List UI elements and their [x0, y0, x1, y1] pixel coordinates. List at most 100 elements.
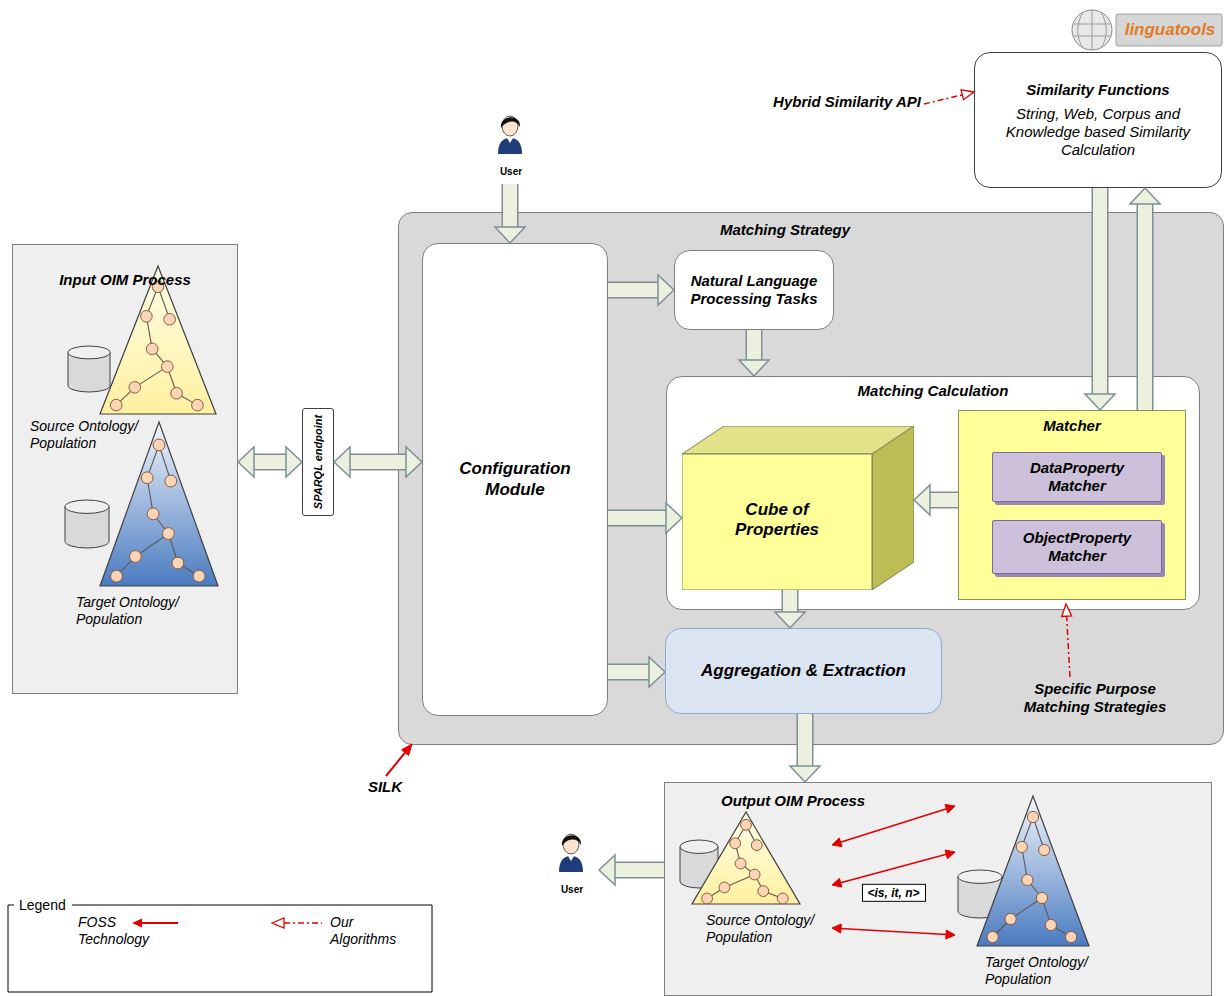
- arrowhead: [914, 485, 930, 515]
- person-collar: [568, 856, 574, 861]
- dash-dot-line: [1067, 616, 1070, 677]
- person-body: [498, 138, 522, 154]
- arrowhead: [1130, 188, 1160, 204]
- tree-node: [147, 508, 159, 520]
- panel-title: Output OIM Process: [721, 792, 1203, 810]
- arrow-body: [608, 511, 667, 525]
- process-box: Aggregation & Extraction: [665, 628, 942, 714]
- dash-dot-line: [284, 922, 322, 924]
- tree-node: [161, 361, 173, 373]
- box-title: Similarity Functions: [1026, 81, 1169, 99]
- arrow-outline: [614, 862, 664, 879]
- box-title: Configuration Module: [431, 459, 599, 500]
- tree-node: [163, 528, 175, 540]
- arrow-outline: [349, 454, 407, 471]
- ontology-triangle: [692, 812, 800, 904]
- arrow-outline: [253, 454, 287, 471]
- tree-node: [1036, 892, 1047, 903]
- tree-node: [719, 882, 730, 893]
- arrow-outline: [746, 330, 763, 361]
- process-panel: Output OIM ProcessSource Ontology/ Popul…: [664, 782, 1212, 996]
- legend-sample: [132, 919, 178, 928]
- ontology-figure: Target Ontology/ Population: [955, 788, 1155, 994]
- person-collar: [507, 138, 513, 143]
- user-icon: User: [482, 112, 540, 184]
- actor-label: User: [545, 884, 599, 896]
- process-panel: Input OIM ProcessSource Ontology/ Popula…: [12, 244, 238, 694]
- matcher-box: MatcherDataProperty MatcherObjectPropert…: [958, 410, 1186, 600]
- arrow-outline: [502, 184, 519, 228]
- callout-arrow: [1062, 604, 1072, 677]
- connector-arrow: [608, 275, 674, 305]
- hollow-arrowhead: [1062, 604, 1072, 617]
- database-top: [65, 500, 109, 513]
- arrowhead: [402, 744, 412, 755]
- tree-node: [1005, 913, 1016, 924]
- arrow-body: [929, 493, 958, 507]
- ontology-triangle: [977, 796, 1089, 946]
- connector-arrow: [495, 184, 525, 243]
- tree-node: [152, 281, 164, 293]
- tree-node: [702, 893, 713, 904]
- arrowhead: [832, 838, 842, 847]
- arrow-body: [798, 714, 812, 767]
- person-drawing: [495, 112, 525, 154]
- connector-arrow: [238, 447, 302, 477]
- ontology-figure: Source Ontology/ Population: [676, 800, 832, 960]
- arrowhead: [945, 850, 955, 859]
- arrowhead: [739, 360, 769, 376]
- arrow-body: [614, 863, 664, 877]
- arrow-outline: [929, 492, 958, 509]
- arrowhead: [945, 804, 955, 813]
- cube-side: [872, 426, 914, 590]
- tree-node: [1016, 841, 1027, 852]
- globe-lines: [1073, 10, 1111, 50]
- arrowhead: [775, 612, 805, 628]
- endpoint-label: SPARQL endpoint: [312, 412, 324, 512]
- panel-title: Matching Calculation: [675, 382, 1191, 400]
- figure-caption: Source Ontology/ Population: [706, 912, 826, 946]
- tree-node: [758, 886, 769, 897]
- arrow-outline: [797, 714, 814, 767]
- tree-node: [110, 399, 122, 411]
- callout-label: Hybrid Similarity API: [772, 93, 922, 111]
- arrowhead: [790, 766, 820, 782]
- tree-node: [172, 557, 184, 569]
- arrow-body: [747, 330, 761, 361]
- arrow-outline: [782, 590, 799, 613]
- arrow-body: [1138, 203, 1152, 410]
- legend-sample: [272, 918, 322, 928]
- logo-text: linguatools: [1120, 20, 1220, 40]
- arrowhead: [832, 924, 841, 933]
- tree-node: [146, 343, 158, 355]
- box-title: DataProperty Matcher: [1001, 459, 1153, 495]
- connector-arrow: [1130, 188, 1160, 410]
- box-title: Aggregation & Extraction: [701, 661, 906, 681]
- arrowhead: [238, 447, 254, 477]
- service-box: Similarity FunctionsString, Web, Corpus …: [974, 52, 1222, 188]
- tree-node: [777, 893, 788, 904]
- person-drawing: [556, 830, 586, 872]
- connector-arrow: [832, 850, 955, 887]
- tree-node: [192, 399, 204, 411]
- database-top: [680, 840, 718, 853]
- tree-node: [130, 551, 142, 563]
- tree-node: [735, 858, 746, 869]
- solid-line: [386, 753, 405, 776]
- solid-line: [141, 922, 178, 924]
- connector-arrow: [1085, 188, 1115, 410]
- arrowhead: [658, 275, 674, 305]
- tree-node: [165, 475, 177, 487]
- tree-node: [1065, 931, 1076, 942]
- dash-dot-line: [924, 95, 963, 104]
- arrow-body: [253, 455, 287, 469]
- tree-node: [141, 311, 153, 323]
- matcher-module: ObjectProperty Matcher: [992, 520, 1162, 574]
- box-body: String, Web, Corpus and Knowledge based …: [983, 105, 1213, 159]
- actor-label: User: [482, 166, 540, 178]
- tree-node: [153, 439, 165, 451]
- arrowhead: [599, 855, 615, 885]
- figure-caption: Target Ontology/ Population: [76, 594, 196, 628]
- connector-arrow: [832, 804, 955, 846]
